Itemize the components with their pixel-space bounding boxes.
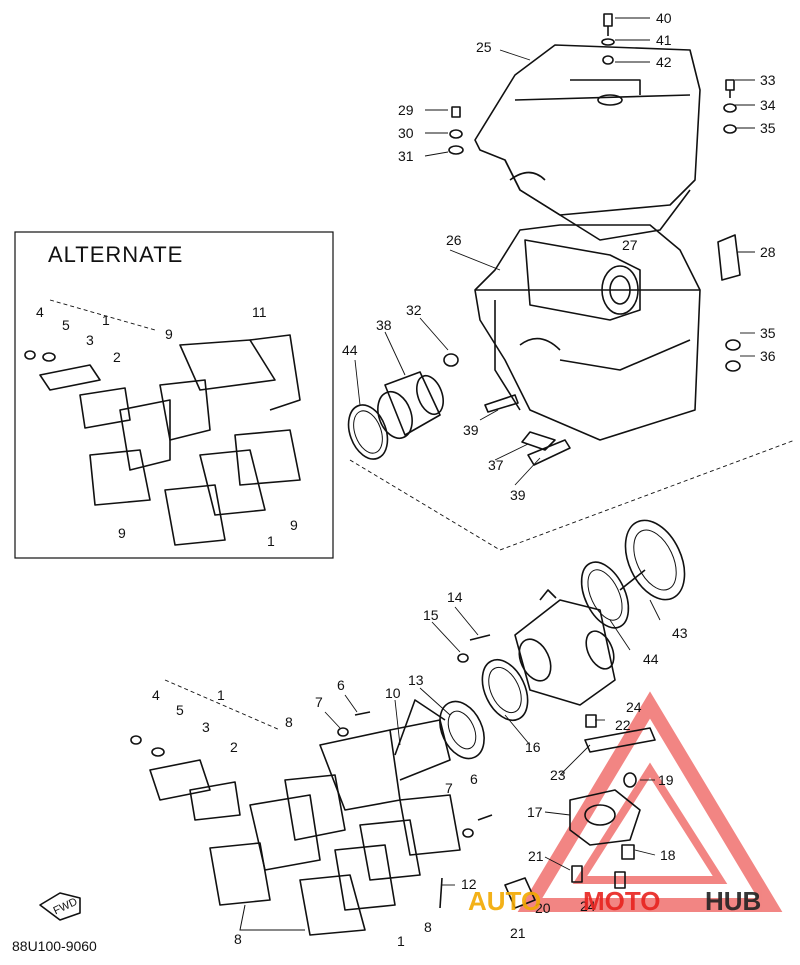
alternate-box (14, 231, 334, 559)
air-box-case (474, 224, 701, 441)
callout-43: 43 (672, 625, 688, 641)
callout-alt-5: 5 (62, 317, 70, 333)
callout-35-lower: 35 (760, 325, 776, 341)
carburetor (514, 589, 616, 706)
callout-39-b: 39 (510, 487, 526, 503)
callout-38: 38 (376, 317, 392, 333)
callout-39-a: 39 (463, 422, 479, 438)
watermark-auto: AUTO (468, 886, 541, 916)
callout-alt-1-b: 1 (267, 533, 275, 549)
callout-24-top: 24 (626, 699, 642, 715)
callout-20: 20 (535, 900, 551, 916)
callout-36: 36 (760, 348, 776, 364)
callout-2: 2 (230, 739, 238, 755)
callout-8-b: 8 (424, 919, 432, 935)
callout-alt-9-a: 9 (165, 326, 173, 342)
callout-21-a: 21 (528, 848, 544, 864)
callout-41: 41 (656, 32, 672, 48)
filter-clip (717, 234, 741, 281)
callout-1: 1 (217, 687, 225, 703)
callout-10: 10 (385, 685, 401, 701)
watermark-text: AUTO MOTO HUB (468, 886, 761, 916)
air-box-cover (474, 44, 701, 241)
callout-35-top: 35 (760, 120, 776, 136)
alternate-title: ALTERNATE (48, 242, 183, 267)
callout-24-lower: 24 (580, 898, 596, 914)
callout-alt-3: 3 (86, 332, 94, 348)
reed-valve-parts-lower (130, 679, 461, 936)
callout-25: 25 (476, 39, 492, 55)
callout-16: 16 (525, 739, 541, 755)
callout-44-top: 44 (342, 342, 358, 358)
callout-28: 28 (760, 244, 776, 260)
callout-alt-2: 2 (113, 349, 121, 365)
callout-23: 23 (550, 767, 566, 783)
leader-lines (324, 17, 755, 886)
callout-3: 3 (202, 719, 210, 735)
callout-19: 19 (658, 772, 674, 788)
callout-alt-4: 4 (36, 304, 44, 320)
callout-15: 15 (423, 607, 439, 623)
intake-boot-43 (619, 519, 686, 601)
hose-clamp-44-lower (580, 561, 630, 629)
fwd-arrow (39, 892, 81, 921)
alternate-reed-parts (24, 299, 301, 546)
callout-8-c: 8 (234, 931, 242, 947)
callout-7-lower: 7 (445, 780, 453, 796)
callout-alt-9-c: 9 (118, 525, 126, 541)
callout-13: 13 (408, 672, 424, 688)
callout-12: 12 (461, 876, 477, 892)
callout-40: 40 (656, 10, 672, 26)
callout-17: 17 (527, 804, 543, 820)
watermark-moto: MOTO (583, 886, 661, 916)
air-box-pads-37-39 (484, 394, 571, 466)
callout-18: 18 (660, 847, 676, 863)
callout-30: 30 (398, 125, 414, 141)
callout-6-top: 6 (337, 677, 345, 693)
callout-7-top: 7 (315, 694, 323, 710)
callout-1-lower: 1 (397, 933, 405, 949)
callout-14: 14 (447, 589, 463, 605)
air-box-bolt-top (601, 13, 615, 65)
manifold-10 (319, 699, 451, 811)
callout-4: 4 (152, 687, 160, 703)
callout-34: 34 (760, 97, 776, 113)
callout-alt-1: 1 (102, 312, 110, 328)
callout-33: 33 (760, 72, 776, 88)
oil-pump-parts (504, 714, 656, 909)
callout-32: 32 (406, 302, 422, 318)
bolts-lower (337, 634, 493, 909)
callout-31: 31 (398, 148, 414, 164)
air-filter-element (524, 239, 641, 321)
watermark-hub: HUB (705, 886, 761, 916)
hose-clamp-44-top (347, 404, 389, 460)
drawing-code: 88U100-9060 (12, 938, 97, 954)
callout-alt-9-b: 9 (290, 517, 298, 533)
callout-8-top: 8 (285, 714, 293, 730)
callout-22: 22 (615, 717, 631, 733)
air-box-assembly-bracket (349, 439, 796, 551)
small-parts-right (443, 79, 741, 372)
callout-44-lower: 44 (643, 651, 659, 667)
callout-alt-11: 11 (252, 304, 267, 320)
callout-37: 37 (488, 457, 504, 473)
callout-26: 26 (446, 232, 462, 248)
callout-5: 5 (176, 702, 184, 718)
callout-6-lower: 6 (470, 771, 478, 787)
intake-hose-38 (377, 371, 444, 440)
callout-42: 42 (656, 54, 672, 70)
callout-21-b: 21 (510, 925, 526, 941)
callout-29: 29 (398, 102, 414, 118)
watermark-triangle-logo (517, 691, 783, 912)
callout-27: 27 (622, 237, 638, 253)
callout-numbers: 40 41 42 25 33 34 35 29 30 31 26 27 28 3… (36, 10, 776, 949)
